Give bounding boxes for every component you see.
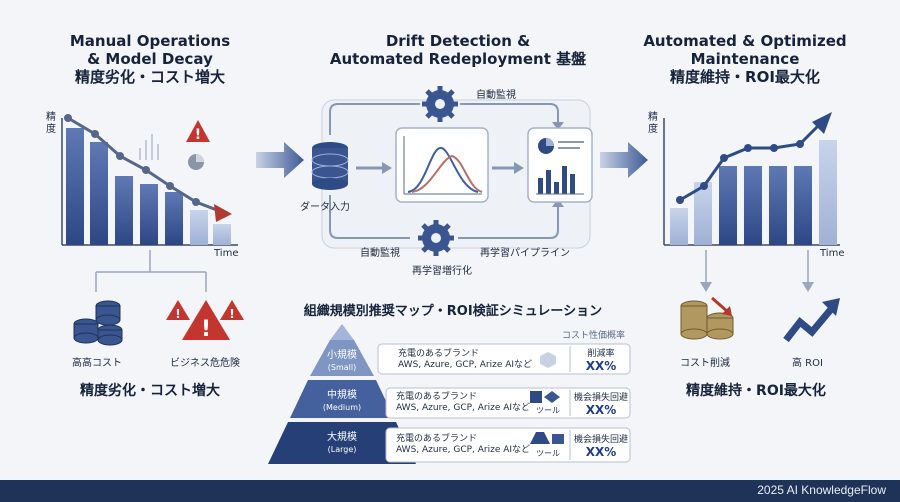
svg-text:!: ! [195,127,201,143]
tier-small-label: 小規模 (Small) [327,350,357,372]
left-title: Manual Operations & Model Decay 精度劣化・コスト… [69,32,231,86]
tier-medium-label: 中規模 (Medium) [322,390,362,412]
tier-large-tools: 充電のあるブランド AWS, Azure, GCP, Arize AIなど [396,434,531,455]
tier-medium-tools: 充電のあるブランド AWS, Azure, GCP, Arize AIなど [396,392,531,413]
bottom-monitor-label: 自動監視 [360,248,400,259]
left-summary: 精度劣化・コスト増大 [80,383,220,399]
high-cost-label: 高高コスト [72,358,122,369]
right-connector [705,250,809,284]
footer-bar: 2025 AI KnowledgeFlow [0,480,900,502]
cost-column-header: コスト性価概率 [562,331,626,341]
left-connector [95,250,207,292]
tier-medium-metric: 機会損失回避 XX% [573,393,628,417]
svg-text:!: ! [201,317,211,342]
left-time-label: Time [214,248,239,259]
retrain-gear-icon [418,220,454,256]
roi-trend-icon [783,298,840,343]
data-input-label: ダータ入力 [300,202,350,213]
simulation-title: 組織規模別推奨マップ・ROI検証シミュレーション [303,304,603,319]
business-risk-icon: ! ! ! [166,300,244,342]
diagram-canvas: ! ! ! ! [61,86,840,464]
right-title: Automated & Optimized Maintenance 精度維持・R… [643,32,847,86]
left-warning-icon [186,120,210,142]
arrow-right-1 [256,142,304,178]
pipeline-diagram [311,86,593,256]
down-arrow-icon [711,296,729,314]
footer-credit: 2025 AI KnowledgeFlow [757,483,886,497]
tier-small-metric: 削減率 XX% [585,349,617,373]
left-decay-chart [61,114,238,246]
drift-distribution-panel [395,127,489,203]
business-risk-label: ビジネス危危険 [170,358,240,369]
tier-medium-tool-label: ツール [536,406,560,415]
cost-reduction-label: コスト削減 [680,358,730,369]
pyramid [268,324,416,464]
right-time-label: Time [820,248,845,259]
right-summary: 精度維持・ROI最大化 [686,383,826,399]
top-monitor-label: 自動監視 [476,90,516,101]
center-title: Drift Detection & Automated Redeployment… [329,32,587,68]
left-y-axis-label: 精度 [46,112,56,135]
dashboard-panel [527,127,593,203]
retrain-label: 再学習増行化 [412,266,472,277]
database-icon [311,142,349,190]
tool-shape-icons [530,352,564,444]
retrain-pipeline-label: 再学習パイプライン [480,248,570,259]
tier-rows [377,343,631,463]
svg-text:!: ! [175,307,180,321]
svg-text:!: ! [229,307,234,321]
right-y-axis-label: 精度 [648,112,658,135]
gear-icon [422,86,458,122]
coin-stack-icon [73,300,123,346]
cost-reduction-icon [680,300,734,340]
high-roi-label: 高 ROI [792,358,823,369]
tier-small-tools: 充電のあるブランド AWS, Azure, GCP, Arize AIなど [398,349,533,370]
arrow-right-2 [600,142,648,178]
tier-large-metric: 機会損失回避 XX% [573,435,628,459]
tier-large-tool-label: ツール [536,449,560,458]
tier-large-label: 大規模 (Large) [327,432,357,454]
right-growth-chart [663,112,840,246]
